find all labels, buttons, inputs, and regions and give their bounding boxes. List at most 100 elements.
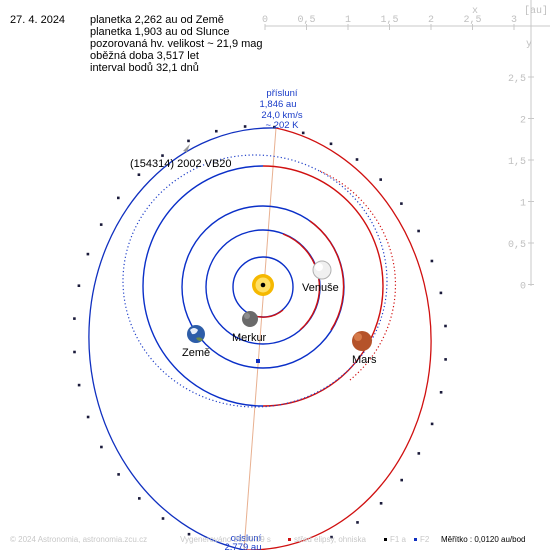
mars-orbit-far [142, 165, 264, 407]
orbit-interval-dot [137, 173, 141, 176]
asteroid-position-marker[interactable] [256, 359, 260, 363]
apsis-line [243, 127, 277, 550]
legend-f1-text: F1 a [390, 535, 407, 544]
orbit-interval-dot [77, 284, 81, 287]
orbit-interval-dot [273, 125, 276, 129]
asteroid-orbit-markers [73, 125, 447, 539]
orbit-interval-dot [77, 383, 81, 387]
orbit-interval-dot [86, 252, 90, 256]
orbit-interval-dot [379, 178, 382, 181]
x-scale-tick-label: 1 [345, 15, 351, 26]
y-scale-tick-label: 1,5 [508, 157, 526, 168]
perihelion-label: přísluní [266, 88, 298, 99]
y-scale-ticks: 2,5 2 1,5 1 0,5 0 [508, 74, 534, 293]
mercury-planet[interactable] [242, 311, 258, 327]
copyright-text: © 2024 Astronomia, astronomia.zcu.cz [10, 535, 148, 544]
x-scale-tick-label: 1,5 [380, 15, 398, 26]
orbit-interval-dot [187, 139, 190, 143]
x-scale-tick-label: 2,5 [463, 15, 481, 26]
legend-f1-marker [384, 538, 387, 541]
aphelion-distance: 2,779 au [225, 542, 262, 550]
orbit-interval-dot [355, 158, 359, 161]
earth-planet[interactable] [187, 325, 205, 343]
perihelion-annotation: přísluní 1,846 au 24,0 km/s ~ 202 K [260, 88, 303, 131]
info-magnitude: pozorovaná hv. velikost ~ 21,9 mag [90, 38, 263, 50]
earth-label: Země [182, 347, 210, 359]
legend-center-text: střed elipsy, ohniska [294, 535, 366, 544]
orbit-interval-dot [86, 415, 90, 419]
asteroid-name-label: (154314) 2002 VB20 [130, 158, 232, 170]
orbit-interval-dot [117, 473, 120, 476]
venus-label: Venuše [302, 282, 339, 294]
info-interval: interval bodů 32,1 dnů [90, 62, 199, 74]
aphelion-label: odsluní [231, 533, 262, 544]
orbit-interval-dot [439, 391, 443, 394]
x-axis-label: x [472, 6, 478, 17]
orbit-interval-dot [430, 259, 434, 263]
x-scale-tick-label: 0 [262, 15, 268, 26]
orbit-interval-dot [138, 497, 141, 500]
mercury-label: Merkur [232, 332, 267, 344]
x-scale-tick-label: 2 [428, 15, 434, 26]
earth-orbit-near [309, 220, 345, 331]
orbit-interval-dot [73, 317, 76, 320]
orbit-interval-dot [444, 358, 447, 361]
x-scale-tick-label: 0,5 [297, 15, 315, 26]
date-label: 27. 4. 2024 [10, 14, 66, 26]
y-axis-label: y [526, 39, 532, 50]
asteroid-orbit-far [88, 127, 277, 550]
sun[interactable] [252, 274, 274, 296]
orbit-interval-dot [400, 202, 403, 205]
legend-f2-text: F2 [420, 535, 430, 544]
y-scale-tick-label: 0 [520, 282, 526, 293]
orbit-interval-dot [439, 291, 443, 295]
y-scale-tick-label: 2 [520, 116, 526, 127]
perihelion-speed: 24,0 km/s [261, 110, 302, 121]
orbit-interval-dot [301, 131, 305, 135]
x-scale-tick-label: 3 [511, 15, 517, 26]
orbit-interval-dot [73, 350, 76, 354]
y-scale-tick-label: 2,5 [508, 74, 526, 85]
orbit-interval-dot [400, 478, 403, 482]
orbit-interval-dot [329, 142, 333, 146]
asteroid-projected-orbit [122, 154, 388, 408]
legend-f2-marker [414, 538, 417, 541]
asteroid-marker[interactable] [183, 144, 190, 152]
orbit-interval-dot [356, 521, 359, 524]
perihelion-distance: 1,846 au [260, 99, 297, 110]
orbit-interval-dot [417, 229, 420, 233]
orbit-interval-dot [99, 223, 103, 226]
info-distance-earth: planetka 2,262 au od Země [90, 14, 224, 26]
orbit-interval-dot [444, 324, 447, 328]
asteroid-projected-orbit-near [319, 170, 397, 381]
orbit-interval-dot [330, 535, 333, 539]
y-scale-tick-label: 0,5 [508, 240, 526, 251]
info-distance-sun: planetka 1,903 au od Slunce [90, 26, 230, 38]
scale-axes [265, 0, 550, 286]
info-period: oběžná doba 3,517 let [90, 50, 199, 62]
mars-planet[interactable] [352, 331, 372, 351]
orbit-interval-dot [379, 502, 383, 505]
orbit-interval-dot [117, 196, 120, 200]
orbit-interval-dot [161, 154, 164, 157]
x-axis-unit: [au] [524, 5, 548, 17]
orbit-interval-dot [187, 532, 191, 536]
orbit-interval-dot [215, 129, 218, 133]
orbit-interval-dot [100, 445, 103, 449]
venus-planet[interactable] [312, 260, 332, 280]
aphelion-annotation: odsluní 2,779 au [225, 533, 262, 550]
orbit-interval-dot [417, 452, 421, 455]
generated-text: Vygenerováno 20:00:09 s [180, 535, 271, 544]
orbit-interval-dot [243, 125, 247, 128]
asteroid-orbit-near [244, 127, 432, 550]
scale-text: Měřítko : 0,0120 au/bod [441, 535, 526, 544]
mars-orbit-near [262, 165, 384, 407]
mars-label: Mars [352, 354, 377, 366]
orbit-interval-dot [430, 422, 434, 426]
y-scale-tick-label: 1 [520, 199, 526, 210]
orbit-interval-dot [161, 517, 165, 520]
legend-center-marker [288, 538, 291, 541]
perihelion-temperature: ~ 202 K [265, 120, 299, 131]
x-scale-ticks: 0 0,5 1 1,5 2 2,5 3 [262, 15, 517, 30]
